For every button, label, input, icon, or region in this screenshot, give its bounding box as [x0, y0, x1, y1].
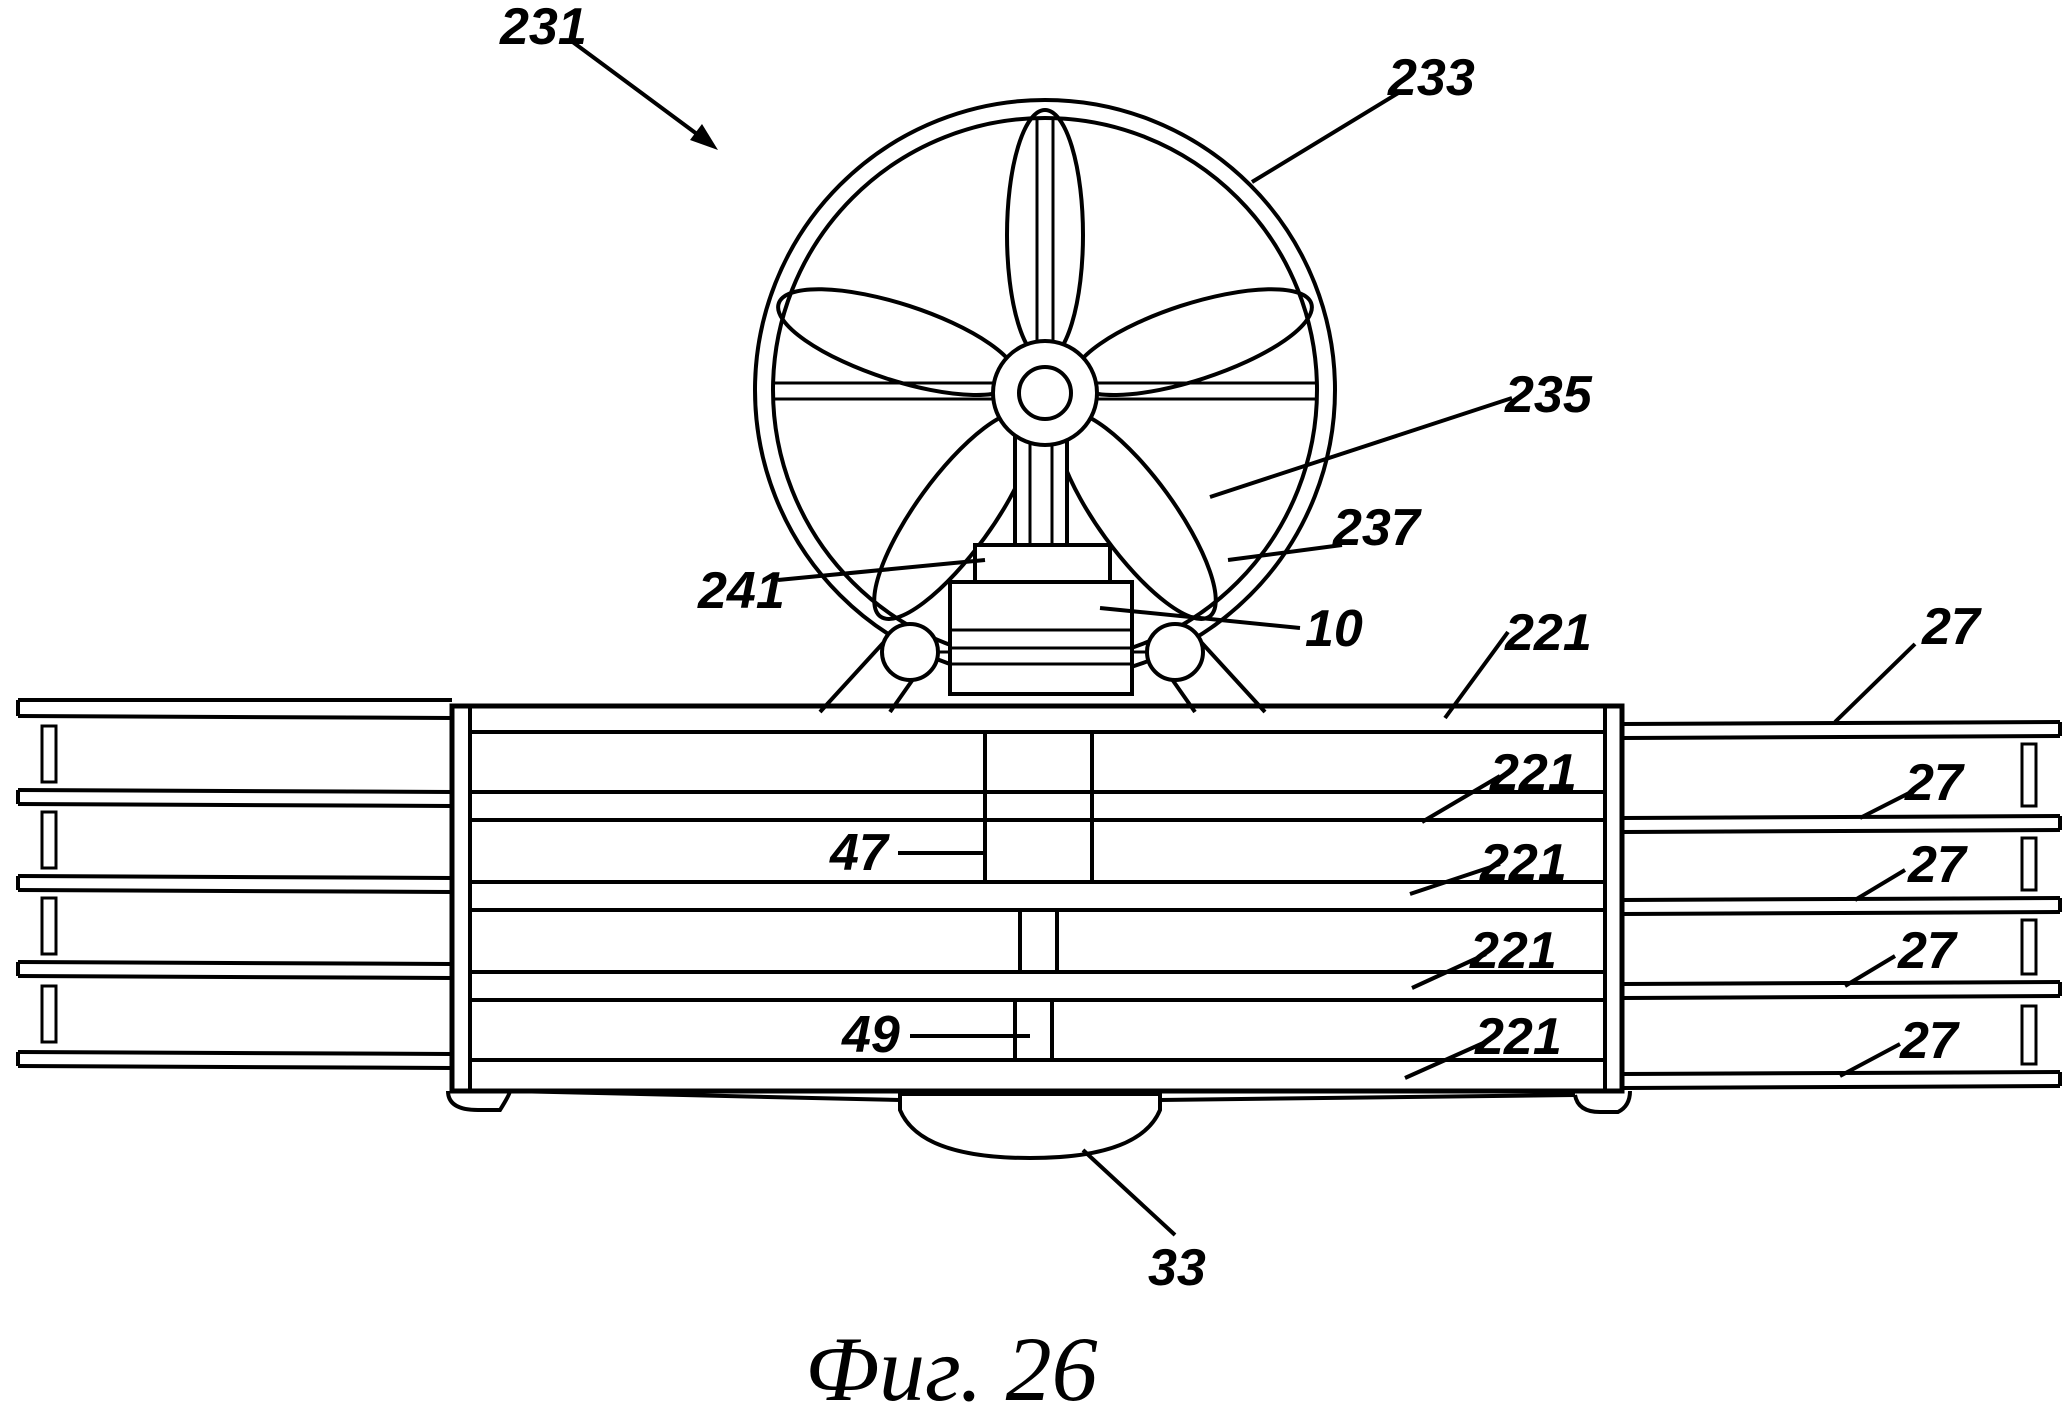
label-33: 33: [1148, 1239, 1206, 1297]
platform-frame: [449, 703, 1625, 1094]
label-221-b: 221: [1479, 834, 1567, 892]
label-233: 233: [1387, 49, 1475, 107]
right-outrigger: [1621, 720, 2062, 1090]
label-221-d: 221: [1474, 1008, 1562, 1066]
label-231: 231: [499, 0, 587, 56]
platform-bottom: [446, 1089, 1632, 1161]
label-237: 237: [1332, 499, 1422, 557]
support-rollers: [818, 622, 1267, 714]
generator: [948, 543, 1134, 696]
leader-lines: [568, 38, 1917, 1237]
label-221-top: 221: [1504, 604, 1592, 662]
label-235: 235: [1504, 366, 1593, 424]
label-241: 241: [697, 562, 785, 620]
label-27-top: 27: [1921, 598, 1982, 656]
label-27-b: 27: [1907, 836, 1968, 894]
figure-caption: Фиг. 26: [805, 1318, 1098, 1413]
left-outrigger: [16, 698, 453, 1070]
label-27-a: 27: [1904, 754, 1965, 812]
label-49: 49: [841, 1006, 900, 1064]
label-221-a: 221: [1489, 744, 1577, 802]
label-27-c: 27: [1897, 922, 1958, 980]
label-27-d: 27: [1899, 1012, 1960, 1070]
label-47: 47: [829, 824, 890, 882]
turbine-hub: [991, 339, 1099, 447]
turbine-spokes: [775, 120, 1315, 401]
label-10: 10: [1305, 600, 1363, 658]
label-221-c: 221: [1469, 922, 1557, 980]
